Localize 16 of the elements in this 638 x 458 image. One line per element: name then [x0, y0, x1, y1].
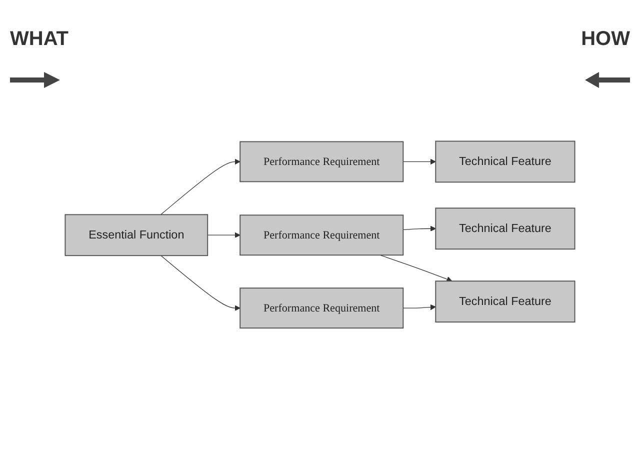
node-box: Technical Feature	[435, 208, 576, 250]
arrow	[160, 256, 240, 312]
arrow	[207, 232, 240, 238]
node-box: Technical Feature	[435, 141, 576, 183]
arrow	[402, 304, 436, 310]
node-box: Essential Function	[64, 214, 208, 256]
node-box: Performance Requirement	[240, 288, 404, 329]
arrow	[402, 226, 436, 232]
arrow	[402, 159, 436, 165]
node-box: Performance Requirement	[240, 142, 404, 183]
direction-label: HOW	[581, 28, 630, 51]
arrow	[160, 159, 240, 216]
arrow	[380, 255, 452, 282]
node-box: Performance Requirement	[240, 215, 404, 256]
node-box: Technical Feature	[435, 280, 576, 323]
direction-label: WHAT	[10, 28, 68, 51]
